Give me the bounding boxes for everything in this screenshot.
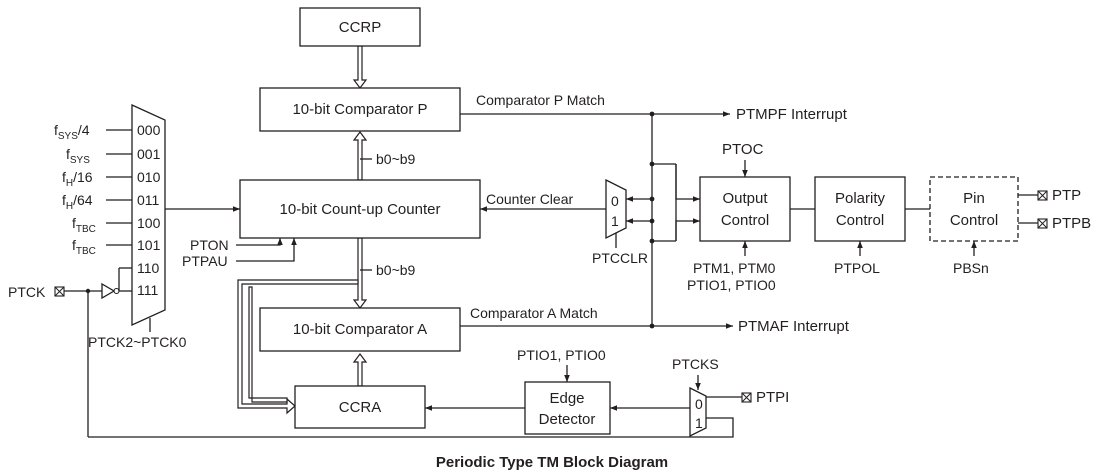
ptcks-mux-1: 1 <box>695 415 703 431</box>
comparator-a-label: 10-bit Comparator A <box>293 321 427 338</box>
clock-input-1: fSYS <box>66 146 90 166</box>
bits-upper-label: b0~b9 <box>376 151 416 167</box>
clock-input-2: fH/16 <box>62 169 93 189</box>
comparator-p-match-label: Comparator P Match <box>476 92 605 108</box>
clear-mux-0: 0 <box>611 193 619 209</box>
pton-line <box>236 238 283 246</box>
ptcks-mux <box>689 386 707 438</box>
mux-code-101: 101 <box>137 237 161 253</box>
a-match-to-output-line <box>675 218 700 241</box>
ptck-pin-label: PTCK <box>8 284 46 300</box>
ptio-bits-out-label: PTIO1, PTIO0 <box>687 277 776 293</box>
ptcks-label: PTCKS <box>672 356 719 372</box>
ptm-bits-label: PTM1, PTM0 <box>693 260 776 276</box>
comparator-p-label: 10-bit Comparator P <box>292 101 427 118</box>
ptck-pin-icon <box>54 286 65 297</box>
counter-clear-label: Counter Clear <box>486 191 573 207</box>
polarity-control-label-1: Polarity <box>835 190 886 207</box>
ptck-to-ptcks-line <box>88 417 734 438</box>
ccra-label: CCRA <box>339 399 382 416</box>
mux-code-110: 110 <box>137 260 160 276</box>
pin-control-label-2: Control <box>950 212 998 229</box>
counter-clear-mux <box>605 178 627 240</box>
ptpb-label: PTPB <box>1052 215 1091 232</box>
output-control-label-1: Output <box>722 190 768 207</box>
ptp-label: PTP <box>1052 187 1081 204</box>
ptcks-mux-0: 0 <box>695 396 703 412</box>
ptcclr-label: PTCCLR <box>592 250 648 266</box>
p-match-to-output-line <box>675 164 700 202</box>
mux-code-011: 011 <box>137 192 160 208</box>
edge-detector-label-1: Edge <box>549 390 584 407</box>
ptoc-label: PTOC <box>722 141 764 158</box>
clock-input-4: fTBC <box>72 215 96 235</box>
ptpau-line <box>236 238 297 262</box>
ptmpf-interrupt-label: PTMPF Interrupt <box>736 106 848 123</box>
ccrp-block <box>299 7 421 47</box>
clock-inputs: fSYS/4 fSYS fH/16 fH/64 fTBC fTBC 000 00… <box>54 122 161 298</box>
mux-code-000: 000 <box>137 122 161 138</box>
ptpau-label: PTPAU <box>182 253 228 269</box>
clear-mux-1: 1 <box>611 213 619 229</box>
pin-control-block <box>929 176 1019 242</box>
output-control-label-2: Control <box>721 212 769 229</box>
ptpi-label: PTPI <box>756 389 789 406</box>
polarity-control-label-2: Control <box>836 212 884 229</box>
mux-code-010: 010 <box>137 169 161 185</box>
ptio-bits-edge-label: PTIO1, PTIO0 <box>517 347 606 363</box>
mux-code-111: 111 <box>137 282 158 298</box>
pbsn-label: PBSn <box>953 260 989 276</box>
diagram-title: Periodic Type TM Block Diagram <box>436 454 668 471</box>
mux-code-001: 001 <box>137 146 161 162</box>
clock-select-mux <box>131 103 166 327</box>
ptpi-pin-icon <box>741 392 752 403</box>
pin-control-label-1: Pin <box>963 190 985 207</box>
data-buses <box>237 45 368 415</box>
ptp-pin-icon <box>1037 190 1048 201</box>
comparator-a-match-label: Comparator A Match <box>470 305 598 321</box>
edge-detector-label-2: Detector <box>539 411 596 428</box>
bits-lower-label: b0~b9 <box>376 262 416 278</box>
pton-label: PTON <box>190 237 229 253</box>
inverter-icon <box>101 282 116 300</box>
clock-input-0: fSYS/4 <box>54 122 90 142</box>
clock-input-3: fH/64 <box>62 192 93 212</box>
ptpol-label: PTPOL <box>834 260 880 276</box>
output-control-block <box>699 176 791 242</box>
polarity-control-block <box>814 176 906 242</box>
comparator-a-block <box>259 307 461 352</box>
ccrp-label: CCRP <box>339 19 382 36</box>
counter-label: 10-bit Count-up Counter <box>280 201 441 218</box>
mux-code-100: 100 <box>137 215 161 231</box>
comparator-p-block <box>259 87 461 132</box>
ptck-select-label: PTCK2~PTCK0 <box>88 334 187 350</box>
ptmaf-interrupt-label: PTMAF Interrupt <box>738 318 850 335</box>
clock-input-5: fTBC <box>72 237 96 257</box>
ptpb-pin-icon <box>1037 218 1048 229</box>
